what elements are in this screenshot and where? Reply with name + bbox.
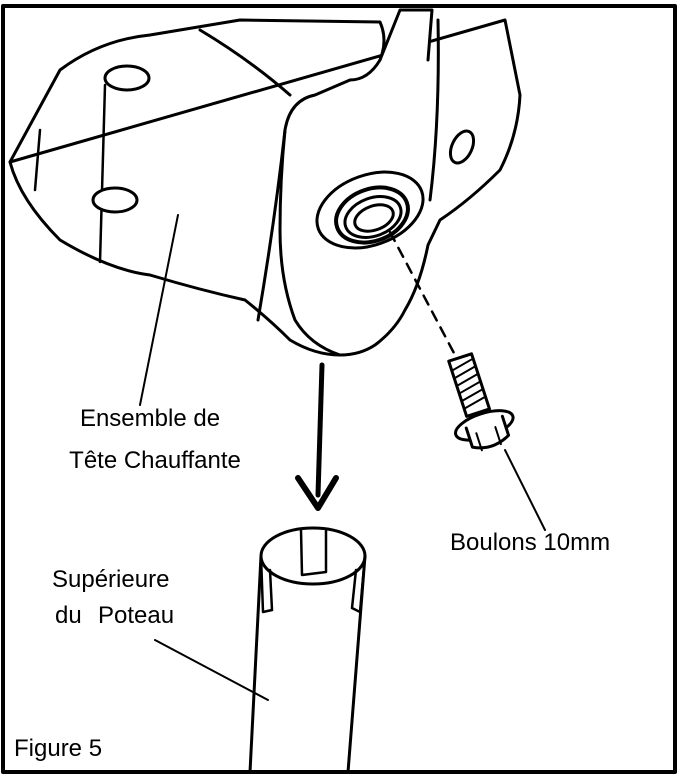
heating-head-assembly: [8, 8, 522, 357]
leader-post-top: [154, 639, 269, 701]
bolt-10mm: [447, 352, 515, 452]
leader-bolts: [504, 449, 546, 531]
side-slot: [448, 129, 476, 165]
post-top-label-line2b: Poteau: [98, 602, 175, 629]
bolt-alignment-line: [388, 230, 457, 357]
figure-border: [1, 4, 677, 774]
mounting-hole-upper: [103, 64, 151, 92]
post-top-label-line2a: du: [55, 602, 82, 629]
post-top: [248, 526, 367, 774]
leader-heating-head: [139, 214, 179, 406]
mounting-hole-lower: [91, 186, 139, 214]
insert-direction-arrow: [295, 362, 339, 511]
post-top-label-line1: Supérieure: [52, 566, 170, 593]
bolts-label: Boulons 10mm: [450, 529, 611, 556]
figure-caption: Figure 5: [14, 735, 103, 762]
heating-head-label-line2: Tête Chauffante: [69, 447, 241, 474]
heating-head-label-line1: Ensemble de: [79, 405, 221, 432]
